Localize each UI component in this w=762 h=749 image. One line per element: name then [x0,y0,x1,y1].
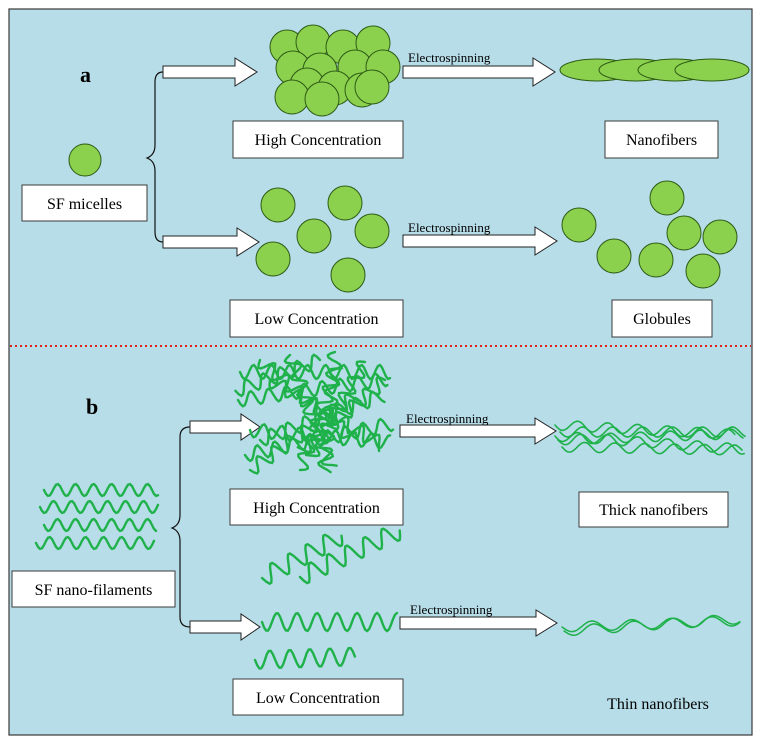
result-box-nanofibers: Nanofibers [604,120,719,159]
arrow-to-low-b [189,613,261,641]
filament [557,428,744,446]
diagram-background [8,8,753,736]
low-concentration-micelles [255,185,390,293]
filament [42,517,158,533]
source-micelle [68,143,102,177]
result-label-high-b: Thick nanofibers [599,502,708,519]
micelle [327,185,363,221]
filament [34,535,156,551]
filament [283,353,338,467]
source-label-b: SF nano-filaments [35,582,153,599]
globule [561,207,597,243]
panel-b-letter: b [86,394,98,419]
globule [685,253,721,289]
globule [596,238,632,274]
micelle [255,241,291,277]
electrospinning-arrow-low-a [402,226,558,256]
filament [236,372,389,408]
globule [638,242,674,278]
arrow-to-high-a [162,57,258,87]
filament [234,353,322,398]
source-label-a: SF micelles [47,196,122,213]
tangled-filaments [234,350,395,475]
result-label-high-a: Nanofibers [626,132,697,149]
low-concentration-box-b: Low Concentration [232,678,404,716]
panel-a-letter: a [80,62,91,87]
micelle [354,213,390,249]
filament [260,611,399,633]
panel-b: b SF nano-filaments High Concentration E… [11,350,746,716]
process-label-high-a: Electrospinning [408,50,491,65]
result-box-thick: Thick nanofibers [578,491,729,528]
filament [268,378,381,453]
thin-nanofiber-pair [561,614,741,637]
filament [563,614,741,637]
filament [297,367,344,472]
globule [666,215,702,251]
filament [260,533,344,586]
high-concentration-micelles [269,24,401,117]
source-filaments [34,482,160,551]
micelle [304,81,340,117]
filament [253,646,357,670]
low-concentration-label-b: Low Concentration [256,690,380,707]
nanofiber-chain [559,58,750,82]
low-concentration-label-a: Low Concentration [255,311,379,328]
micelle [260,187,296,223]
electrospinning-arrow-low-b [399,609,558,637]
high-concentration-box-a: High Concentration [232,120,404,159]
process-label-low-b: Electrospinning [410,602,493,617]
result-box-globules: Globules [611,299,713,338]
branch-brace-b [170,426,191,628]
filament [38,499,160,515]
arrow-to-low-a [162,227,260,257]
micelle [330,257,366,293]
filament [559,426,746,438]
micelle [354,69,390,105]
source-box-a: SF micelles [21,184,148,222]
high-concentration-label-b: High Concentration [253,500,380,517]
process-label-low-a: Electrospinning [408,220,491,235]
micelle [296,218,332,254]
filament [42,482,160,498]
globule-cluster [561,180,738,289]
electrospinning-arrow-high-a [402,57,556,87]
high-concentration-label-a: High Concentration [255,132,382,149]
branch-brace-a [145,71,164,243]
filament [561,441,743,456]
filament [298,527,402,585]
micelle [274,79,310,115]
result-label-low-b: Thin nanofibers [607,696,709,713]
filament [258,390,386,447]
process-label-high-b: Electrospinning [406,411,489,426]
globule [702,219,738,255]
filament [554,431,745,455]
high-concentration-box-b: High Concentration [229,488,404,526]
panel-a: a SF micelles [21,24,750,338]
electrospinning-arrow-high-b [399,417,557,445]
result-label-low-a: Globules [633,311,691,328]
globule [649,180,685,216]
sparse-filaments [253,527,402,670]
low-concentration-box-a: Low Concentration [229,299,404,338]
thick-nanofiber-bundle [554,420,746,456]
filament [238,363,392,381]
source-box-b: SF nano-filaments [11,570,176,608]
